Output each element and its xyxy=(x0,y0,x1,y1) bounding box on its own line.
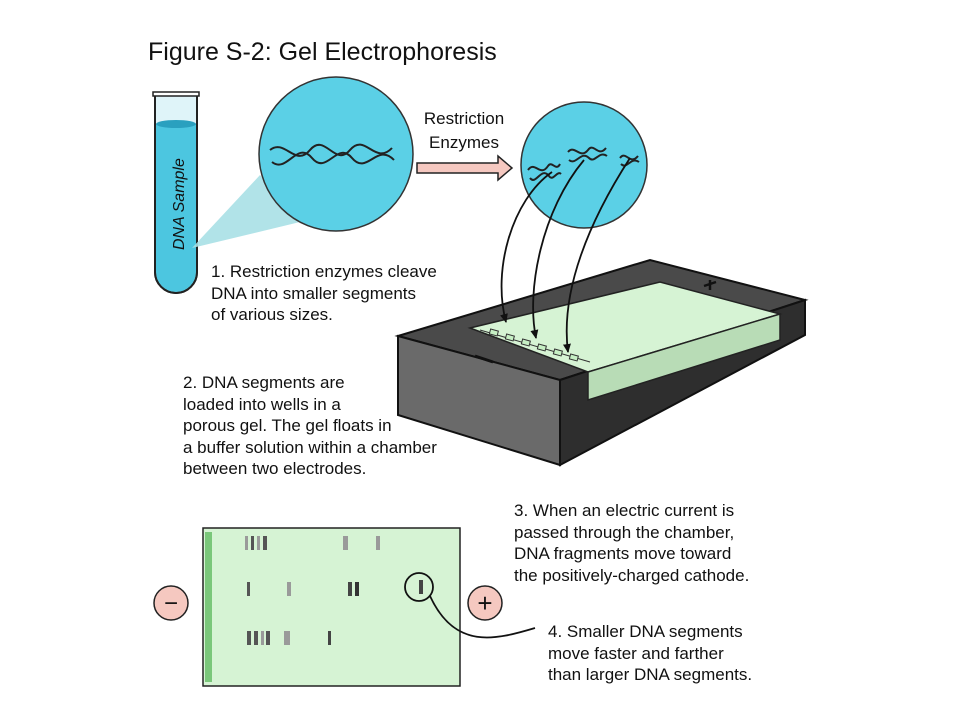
label-line: Restriction xyxy=(423,109,505,128)
caption-line: 3. When an electric current is xyxy=(514,501,735,520)
dna-circle xyxy=(258,76,414,232)
fragments-circle xyxy=(520,101,648,229)
caption-line: 2. DNA segments are xyxy=(183,373,345,392)
gel-chamber xyxy=(394,258,809,467)
step-2-caption: 2. DNA segments are loaded into wells in… xyxy=(183,372,437,480)
caption-line: DNA fragments move toward xyxy=(514,544,732,563)
negative-sign: − xyxy=(164,590,178,617)
gel-result xyxy=(202,527,536,687)
caption-line: between two electrodes. xyxy=(183,459,367,478)
caption-line: of various sizes. xyxy=(211,305,333,324)
caption-line: porous gel. The gel floats in xyxy=(183,416,392,435)
negative-electrode xyxy=(153,585,189,621)
restriction-arrow xyxy=(416,154,514,182)
caption-line: loaded into wells in a xyxy=(183,394,341,414)
caption-line: the positively-charged cathode. xyxy=(514,565,750,585)
caption-line: 4. Smaller DNA segments xyxy=(548,622,743,641)
caption-line: a buffer solution within a chamber xyxy=(183,437,437,457)
caption-line: than larger DNA segments. xyxy=(548,665,753,684)
tube-label: DNA Sample xyxy=(171,158,188,250)
label-line: Enzymes xyxy=(429,133,499,152)
loading-arrows xyxy=(500,157,631,353)
figure-title: Figure S-2: Gel Electrophoresis xyxy=(148,38,497,66)
caption-line: move faster and farther xyxy=(548,643,724,663)
caption-line: DNA into smaller segments xyxy=(211,283,417,303)
positive-electrode xyxy=(467,585,503,621)
caption-line: passed through the chamber, xyxy=(514,522,735,542)
step-1-caption: 1. Restriction enzymes cleave DNA into s… xyxy=(211,261,437,326)
step-3-caption: 3. When an electric current is passed th… xyxy=(514,500,749,586)
caption-line: 1. Restriction enzymes cleave xyxy=(211,262,437,281)
positive-sign: + xyxy=(477,588,492,618)
test-tube xyxy=(152,91,200,294)
step-4-caption: 4. Smaller DNA segments move faster and … xyxy=(548,621,752,686)
restriction-enzymes-label: Restriction Enzymes xyxy=(412,107,516,155)
